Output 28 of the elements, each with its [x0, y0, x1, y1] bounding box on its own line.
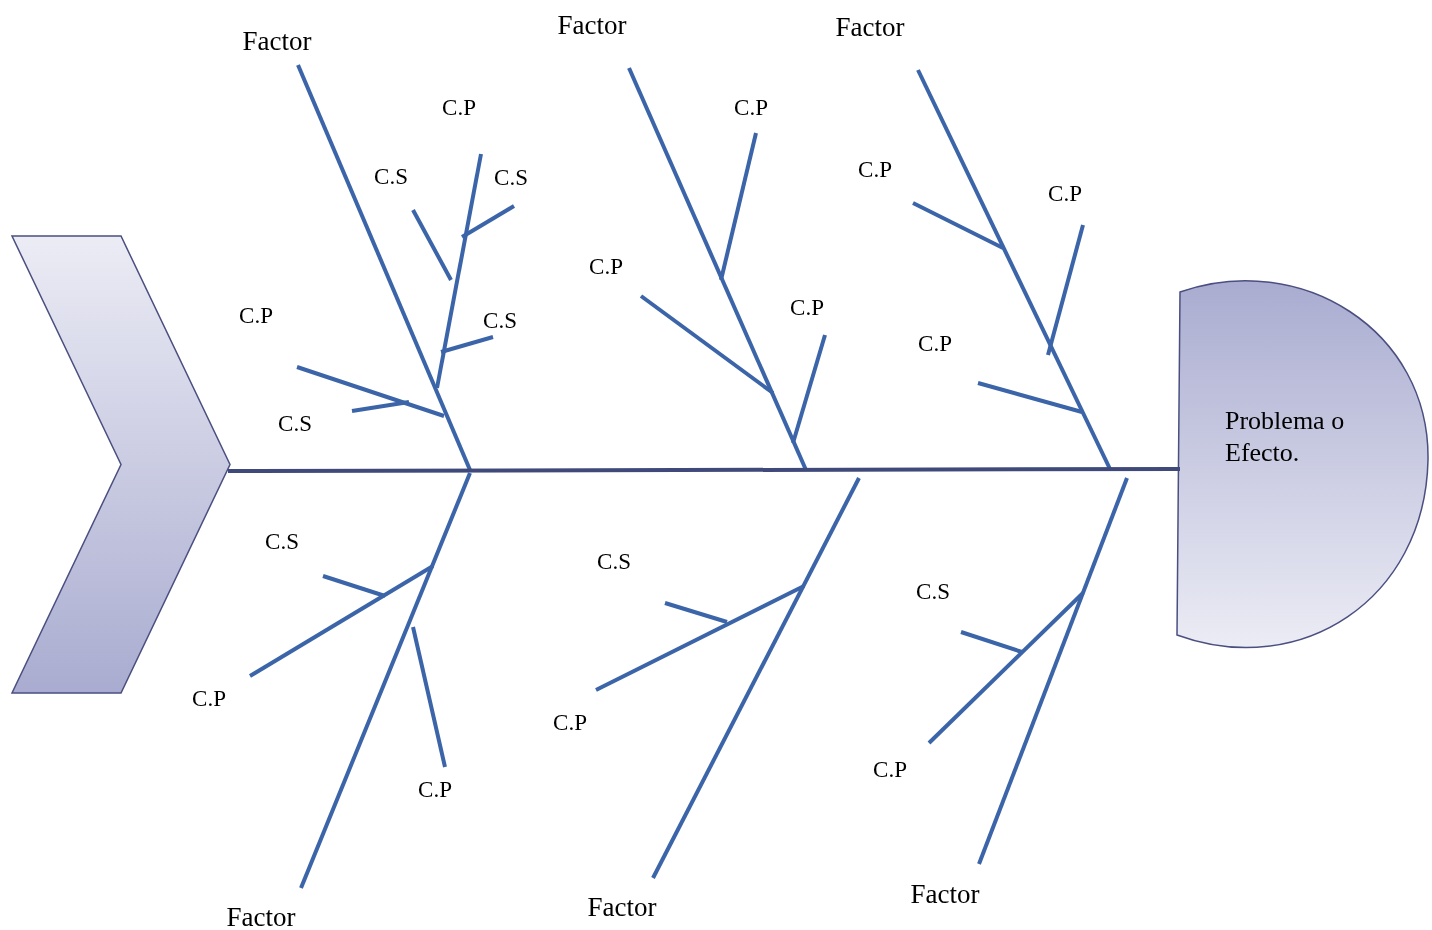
- cause-label: C.S: [483, 308, 517, 334]
- cause-label: C.P: [442, 95, 476, 121]
- factor-label: Factor: [557, 9, 627, 41]
- cause-label: C.S: [278, 411, 312, 437]
- factor-label: Factor: [587, 891, 657, 923]
- factor-label: Factor: [226, 901, 296, 930]
- cause-label: C.P: [1048, 181, 1082, 207]
- factor-label: Factor: [910, 878, 980, 910]
- cause-label: C.P: [418, 777, 452, 803]
- cause-label: C.S: [374, 164, 408, 190]
- cause-label: C.S: [494, 165, 528, 191]
- cause-label: C.P: [790, 295, 824, 321]
- node-text: Problema o Efecto.: [1225, 405, 1346, 469]
- factor-label: Factor: [835, 11, 905, 43]
- cause-label: C.P: [239, 303, 273, 329]
- cause-label: C.S: [916, 579, 950, 605]
- cause-label: C.P: [734, 95, 768, 121]
- cause-label: C.P: [873, 757, 907, 783]
- cause-label: C.P: [589, 254, 623, 280]
- cause-label: C.S: [265, 529, 299, 555]
- cause-label: C.P: [192, 686, 226, 712]
- factor-label: Factor: [242, 25, 312, 57]
- cause-label: C.P: [858, 157, 892, 183]
- cause-label: C.S: [597, 549, 631, 575]
- cause-label: C.P: [553, 710, 587, 736]
- spine-line: [228, 467, 1180, 473]
- fish-head-shape: [1176, 280, 1429, 649]
- cause-label: C.P: [918, 331, 952, 357]
